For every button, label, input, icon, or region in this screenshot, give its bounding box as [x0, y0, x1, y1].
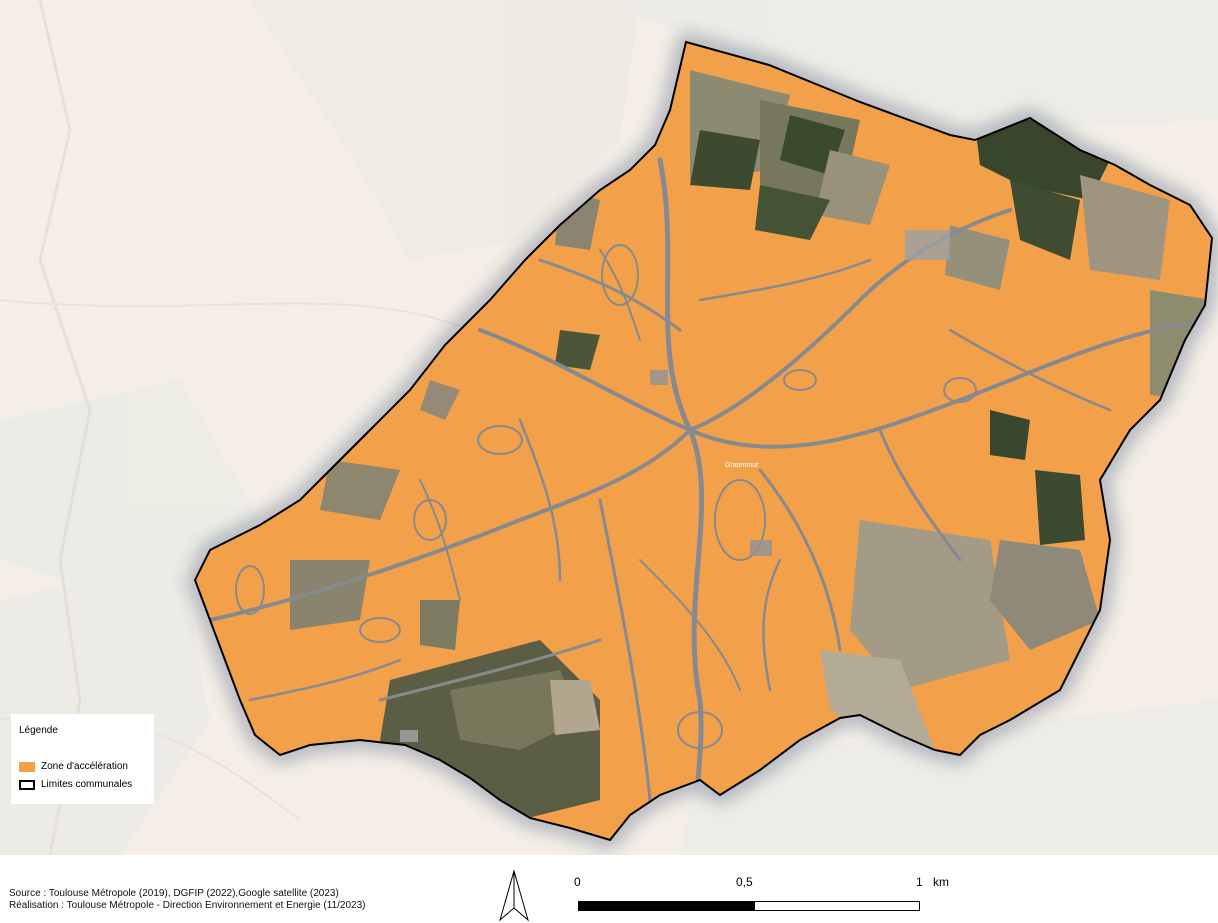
locality-label: Gratentour: [725, 462, 759, 469]
map-credits: Source : Toulouse Métropole (2019), DGFI…: [9, 888, 366, 912]
legend-swatch-boundary: [19, 780, 35, 790]
realisation-text: Réalisation : Toulouse Métropole - Direc…: [9, 900, 366, 911]
scale-segment-black: [578, 901, 754, 911]
field-parcel: [290, 560, 370, 630]
forest-parcel: [555, 330, 600, 370]
field-parcel: [815, 150, 890, 225]
source-text: Source : Toulouse Métropole (2019), DGFI…: [9, 888, 339, 899]
urban-block: [400, 730, 418, 742]
field-parcel: [420, 380, 460, 420]
field-parcel: [420, 600, 460, 650]
forest-parcel: [990, 410, 1030, 460]
scale-label-half: 0,5: [736, 875, 753, 889]
forest-parcel: [1035, 470, 1085, 545]
field-parcel: [990, 540, 1100, 650]
legend-swatch-zone: [19, 762, 35, 772]
field-parcel: [320, 460, 400, 520]
map-legend: Légende Zone d'accélération Limites comm…: [11, 714, 154, 804]
scale-bar: 0 0,5 1 km: [560, 875, 960, 923]
scale-unit: km: [933, 875, 949, 889]
field-parcel: [945, 225, 1010, 290]
forest-parcel: [690, 130, 760, 190]
scale-label-1: 1: [916, 875, 923, 889]
field-parcel: [450, 670, 580, 750]
north-arrow-icon: [499, 869, 529, 922]
urban-block: [905, 230, 950, 260]
scale-segment-white: [754, 901, 920, 911]
field-parcel: [550, 680, 600, 735]
urban-block: [750, 540, 772, 556]
forest-parcel: [755, 185, 830, 240]
forest-parcel: [1010, 180, 1080, 260]
road-network: [208, 157, 1212, 840]
map-view[interactable]: Gratentour Légende Zone d'accélération L…: [0, 0, 1218, 855]
scale-label-0: 0: [574, 875, 581, 889]
urban-block: [650, 370, 668, 385]
field-parcel: [820, 650, 935, 750]
legend-item-boundary: Limites communales: [19, 778, 132, 792]
field-parcel: [1080, 175, 1170, 280]
legend-item-zone: Zone d'accélération: [19, 760, 128, 774]
residential-loops: [235, 244, 977, 749]
field-parcel: [850, 520, 1010, 690]
legend-title: Légende: [19, 725, 58, 736]
